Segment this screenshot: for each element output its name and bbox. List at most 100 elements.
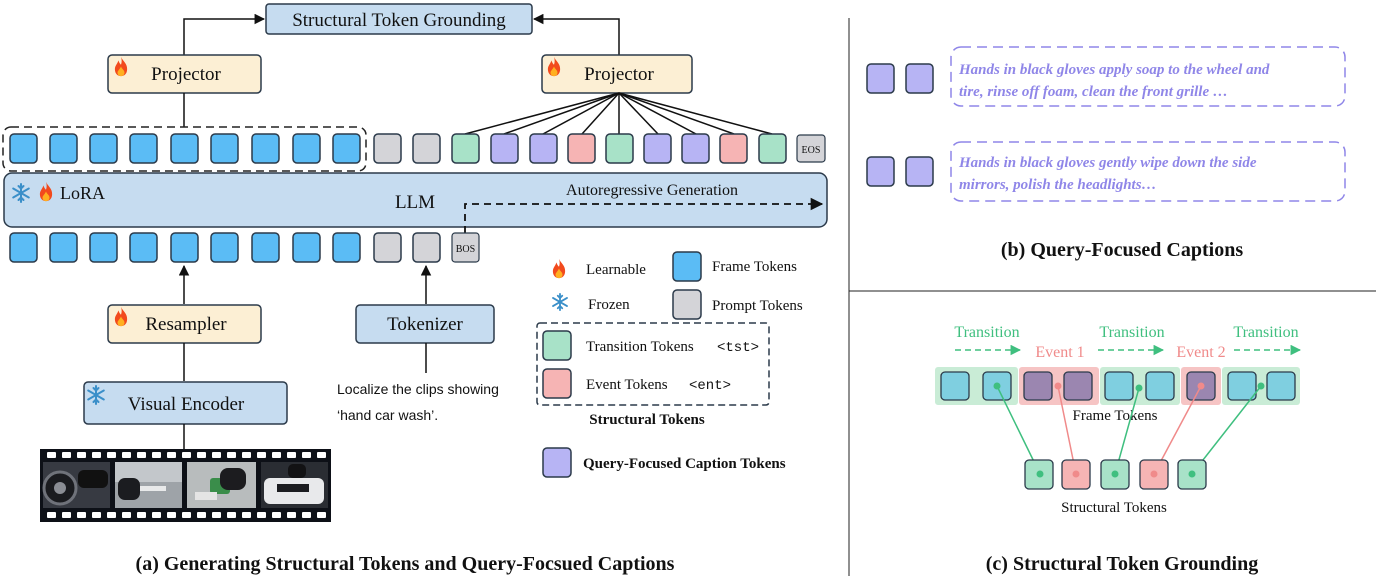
frame-token (1227, 371, 1257, 401)
visual-encoder-block: Visual Encoder (83, 381, 288, 425)
legend-structural-tokens: Structural Tokens (589, 412, 705, 428)
panel-c-caption: (c) Structural Token Grounding (986, 553, 1258, 575)
frame-token (1266, 371, 1296, 401)
structural-tokens-label: Structural Tokens (1061, 500, 1167, 516)
legend-swatch-prompt (672, 289, 702, 320)
projector-right: Projector (541, 54, 693, 94)
legend: Learnable Frozen Frame Tokens Prompt Tok… (536, 251, 803, 478)
svg-text:Projector: Projector (584, 64, 654, 85)
frame-token (129, 133, 158, 164)
llm-block: LoRA LLM Autoregressive Generation (3, 172, 828, 228)
frame-token (332, 133, 361, 164)
frame-token (210, 232, 239, 263)
caption-token (905, 156, 934, 187)
tokenizer-block: Tokenizer (355, 304, 495, 344)
event-label-2: Event 2 (1176, 344, 1225, 361)
frame-token (49, 133, 78, 164)
svg-text:Structural Token Grounding: Structural Token Grounding (292, 10, 506, 31)
grounding-dots (993, 382, 1265, 392)
legend-prompt-tokens: Prompt Tokens (712, 298, 803, 314)
panel-a-caption: (a) Generating Structural Tokens and Que… (136, 553, 675, 575)
caption-token (490, 133, 519, 164)
prompt-token (373, 232, 402, 263)
svg-text:Tokenizer: Tokenizer (387, 314, 463, 335)
caption1-line1: Hands in black gloves apply soap to the … (958, 62, 1270, 78)
legend-swatch-event (542, 368, 572, 399)
legend-event-code: <ent> (689, 378, 731, 394)
legend-frozen: Frozen (588, 297, 630, 313)
autoregressive-label: Autoregressive Generation (566, 182, 738, 199)
projector-left: Projector (107, 54, 262, 94)
llm-label: LLM (395, 192, 435, 213)
prompt-text-line1: Localize the clips showing (337, 381, 499, 397)
prompt-token (412, 133, 441, 164)
legend-query-caption-tokens: Query-Focused Caption Tokens (583, 456, 786, 472)
prompt-text-line2: ‘hand car wash’. (337, 407, 438, 423)
panel-c-structural-tokens (1024, 459, 1207, 490)
transition-label-3: Transition (1233, 324, 1298, 341)
transition-label-1: Transition (954, 324, 1019, 341)
frame-token (49, 232, 78, 263)
frame-token (940, 371, 970, 401)
legend-swatch-caption (542, 447, 572, 478)
snowflake-icon (552, 293, 568, 311)
svg-text:EOS: EOS (802, 145, 821, 156)
video-frames-filmstrip (40, 449, 331, 522)
caption1-line2: tire, rinse off foam, clean the front gr… (959, 84, 1228, 100)
caption-bubble (950, 141, 1346, 202)
frame-token (170, 232, 199, 263)
flame-icon (552, 258, 566, 279)
eos-token: EOS (796, 134, 826, 163)
legend-frame-tokens: Frame Tokens (712, 259, 797, 275)
panel-c-frame-tokens (940, 371, 1296, 401)
lora-label: LoRA (60, 183, 105, 203)
legend-event-tokens: Event Tokens (586, 377, 668, 393)
frame-token (1063, 371, 1093, 401)
frame-token (251, 133, 280, 164)
panel-b-caption: (b) Query-Focused Captions (1001, 239, 1243, 261)
frame-token (1104, 371, 1134, 401)
frame-token (89, 133, 118, 164)
legend-learnable: Learnable (586, 262, 646, 278)
structural-token-grounding-box: Structural Token Grounding (265, 3, 533, 35)
event-token (567, 133, 596, 164)
frame-token (210, 133, 239, 164)
autoregressive-arrow (464, 197, 824, 233)
svg-text:Projector: Projector (151, 64, 221, 85)
frame-token (9, 232, 38, 263)
legend-transition-code: <tst> (717, 340, 759, 356)
caption-token (866, 156, 895, 187)
frame-token (1145, 371, 1175, 401)
projector-connections (464, 92, 773, 135)
structural-tokens-group (536, 322, 770, 406)
frame-tokens-label: Frame Tokens (1073, 408, 1158, 424)
svg-text:Resampler: Resampler (145, 314, 227, 335)
transition-token (451, 133, 480, 164)
query-caption-2: Hands in black gloves gently wipe down t… (866, 141, 1346, 202)
frame-token (89, 232, 118, 263)
caption-token (643, 133, 672, 164)
transition-token (605, 133, 634, 164)
frame-token (332, 232, 361, 263)
svg-text:BOS: BOS (456, 244, 475, 255)
input-token-row: BOS (9, 232, 480, 263)
caption-token (866, 63, 895, 94)
resampler-block: Resampler (107, 304, 262, 344)
arrow-right-projector-to-grounding (532, 13, 620, 56)
transition-label-2: Transition (1099, 324, 1164, 341)
caption-bubble (950, 46, 1346, 107)
video-frame (115, 462, 182, 508)
legend-swatch-frame (672, 251, 702, 282)
frame-token (9, 133, 38, 164)
query-caption-1: Hands in black gloves apply soap to the … (866, 46, 1346, 107)
legend-swatch-transition (542, 330, 572, 361)
video-frame (187, 462, 256, 508)
frame-token (292, 133, 321, 164)
prompt-token (373, 133, 402, 164)
frame-token (1023, 371, 1053, 401)
svg-text:Visual Encoder: Visual Encoder (128, 394, 245, 415)
prompt-token (412, 232, 441, 263)
video-frame (261, 462, 328, 508)
event-token (719, 133, 748, 164)
